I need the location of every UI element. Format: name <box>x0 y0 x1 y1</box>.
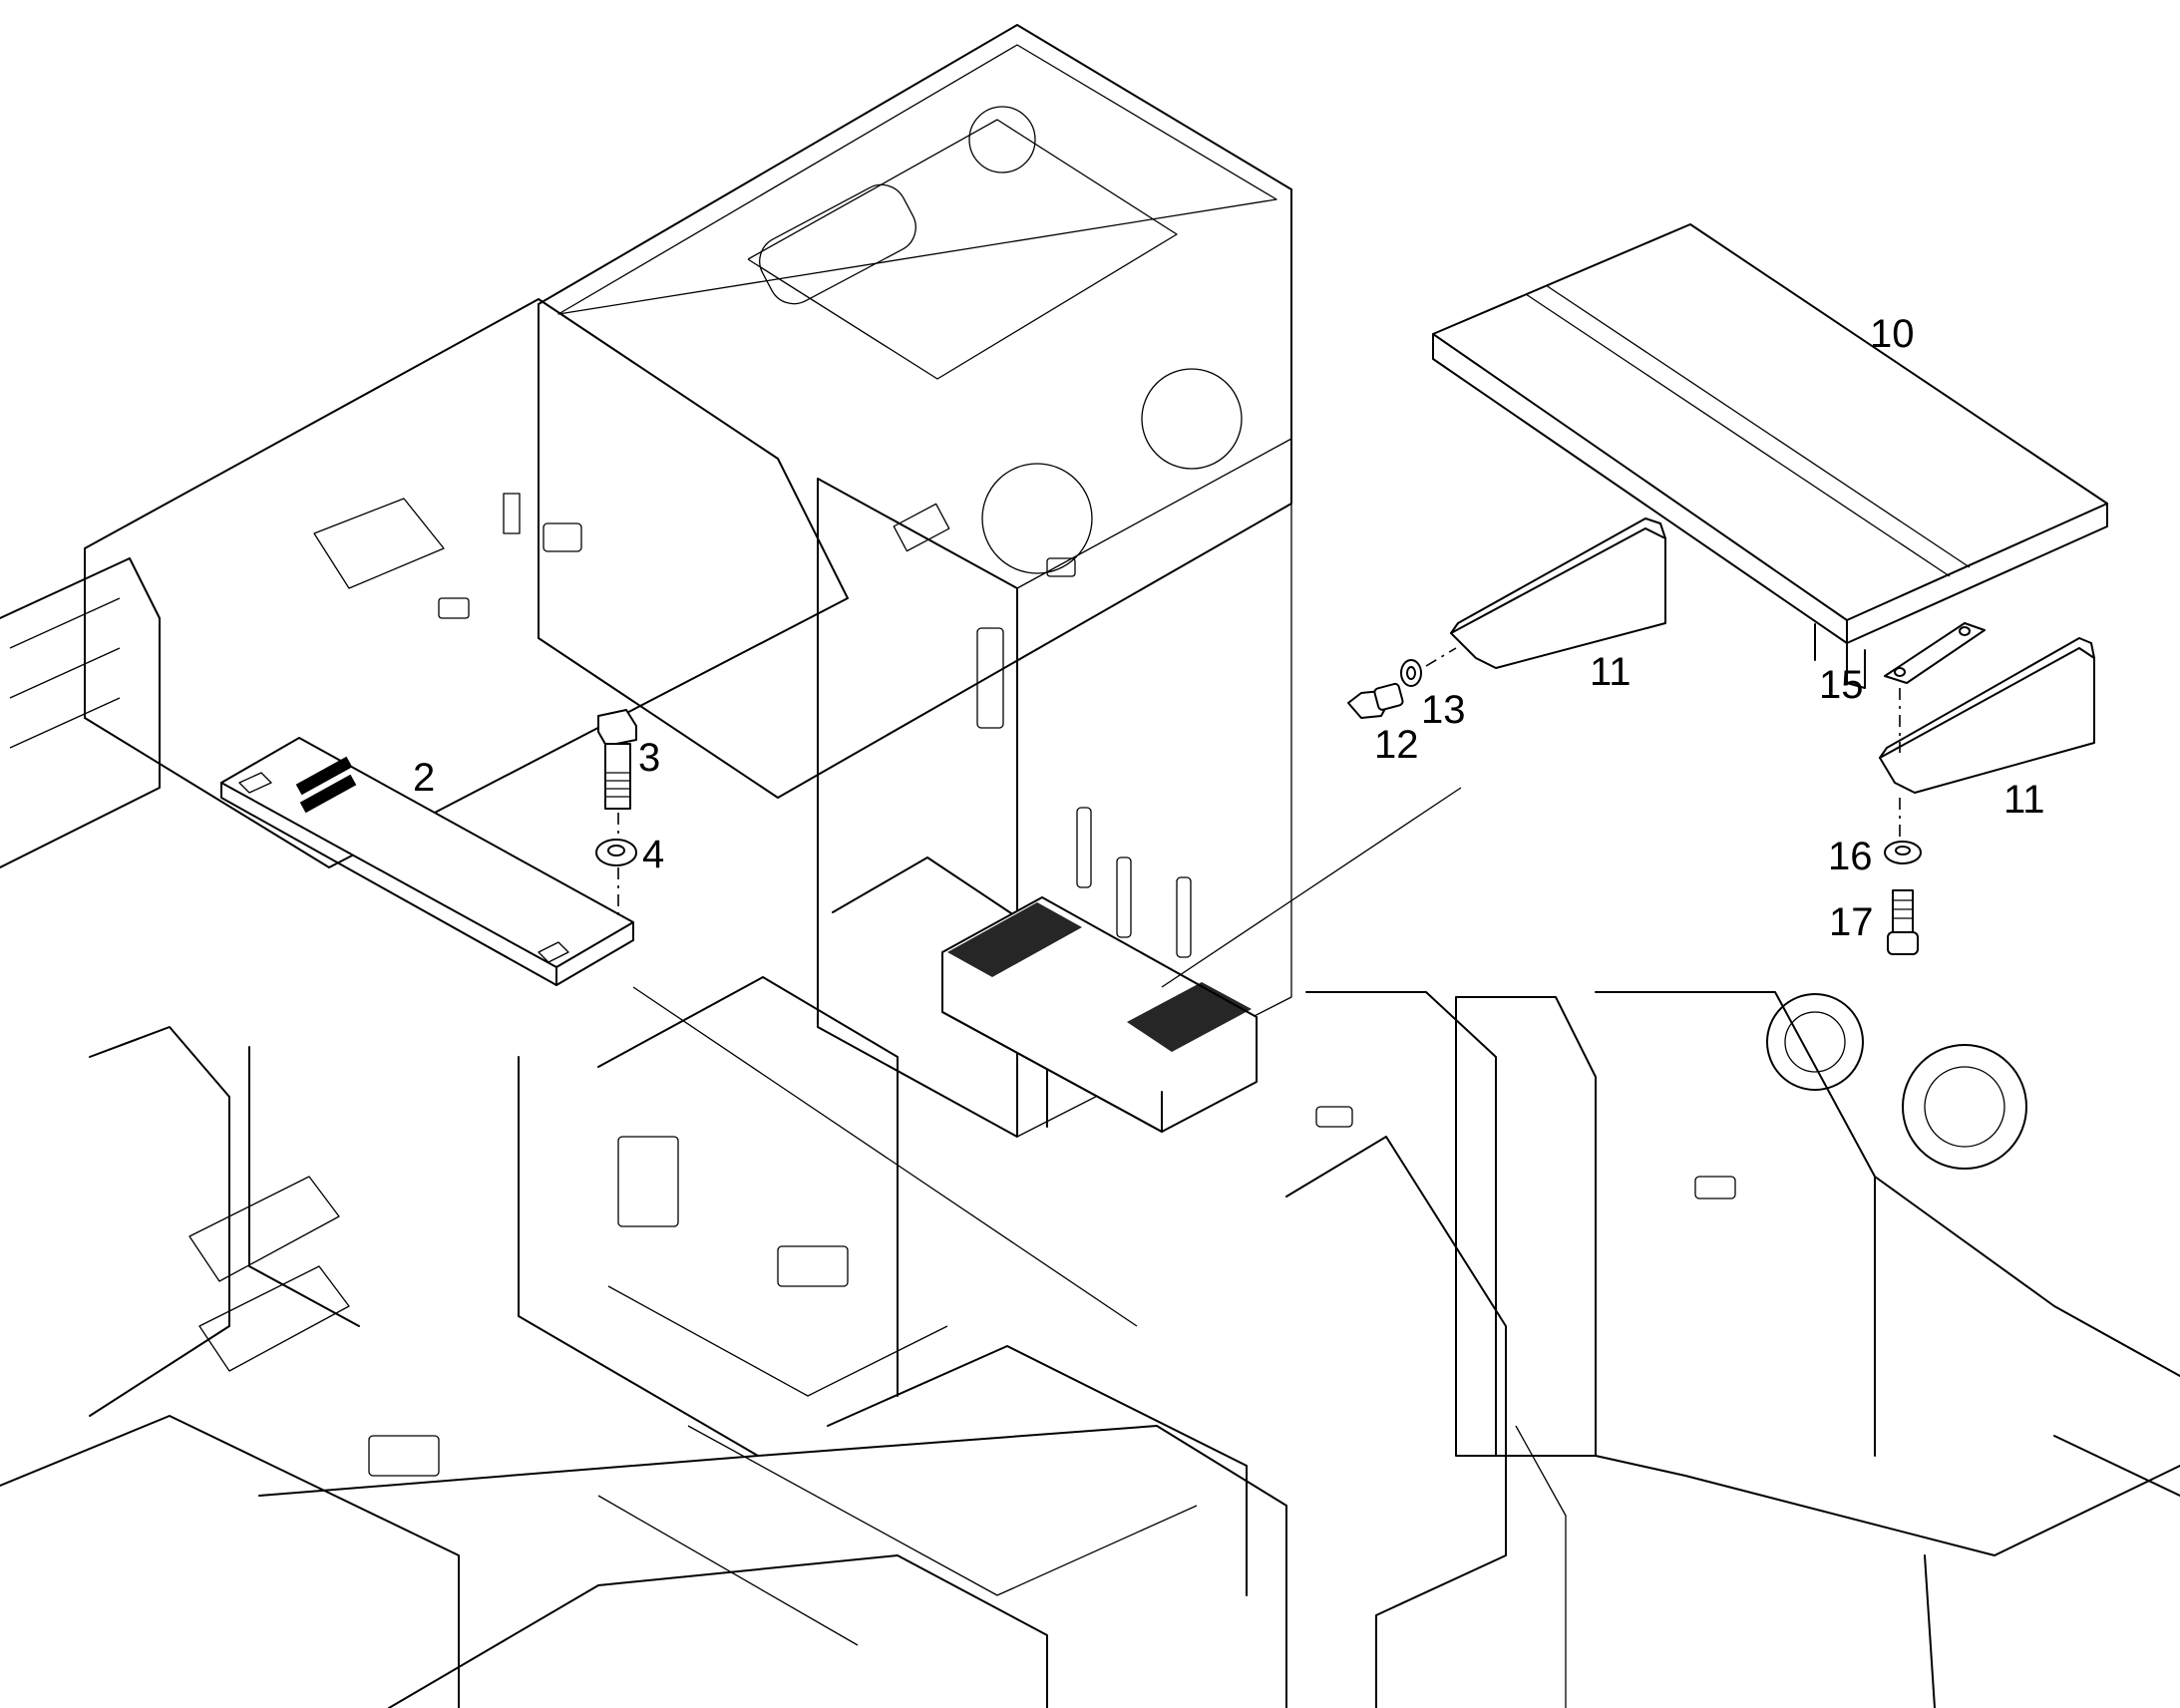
machine-frame-background <box>0 24 2180 1708</box>
part-bolt-3 <box>597 709 637 810</box>
installed-step-assembly <box>941 896 1258 1133</box>
part-bracket-11-upper <box>1450 517 1666 669</box>
callout-10: 10 <box>1870 312 1915 356</box>
part-bolt-12 <box>1347 682 1404 719</box>
part-washer-13 <box>1400 659 1422 687</box>
callout-2: 2 <box>413 756 435 800</box>
callout-11-upper: 11 <box>1590 650 1632 694</box>
callout-11-lower: 11 <box>2003 778 2045 822</box>
leader-line-step <box>1161 787 1462 988</box>
callout-16: 16 <box>1828 835 1873 878</box>
leader-line-plate <box>632 986 1138 1327</box>
callout-12: 12 <box>1374 723 1419 767</box>
part-washer-4 <box>595 839 637 866</box>
callout-17: 17 <box>1829 900 1874 944</box>
part-clip-15 <box>1884 622 1986 684</box>
callout-13: 13 <box>1421 688 1466 732</box>
part-bolt-17 <box>1887 889 1919 955</box>
callout-15: 15 <box>1819 663 1864 707</box>
part-washer-16 <box>1884 841 1922 864</box>
part-plate-2 <box>220 737 634 986</box>
callout-3: 3 <box>638 736 660 780</box>
part-bracket-11-lower <box>1879 637 2095 794</box>
callout-4: 4 <box>642 833 664 876</box>
part-step-10 <box>1432 223 2108 689</box>
